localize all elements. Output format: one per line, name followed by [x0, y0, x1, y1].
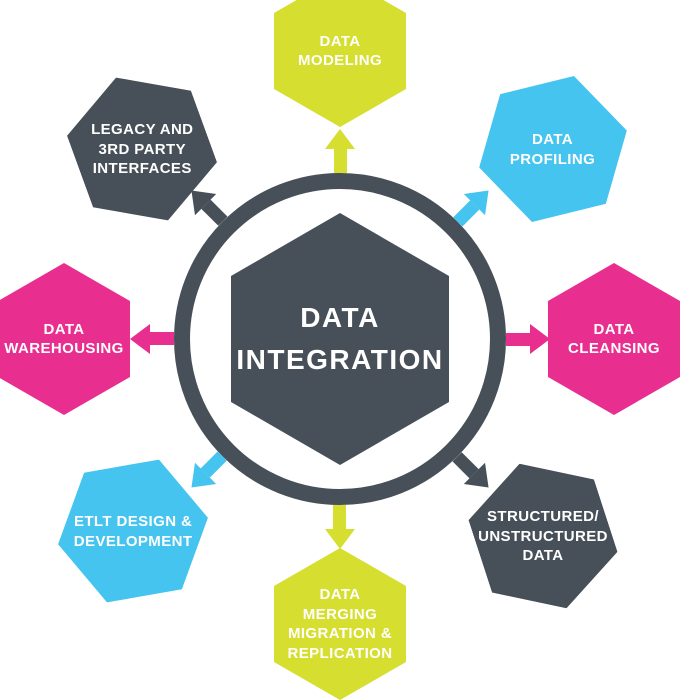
- hexagon-data-merging-migration-replication: DATA MERGING MIGRATION & REPLICATION: [274, 548, 406, 700]
- hexagon-label: LEGACY AND 3RD PARTY INTERFACES: [90, 120, 194, 177]
- hexagon-data-cleansing: DATA CLEANSING: [548, 263, 680, 415]
- arrow-to-data-warehousing: [130, 324, 174, 354]
- arrow-head: [130, 324, 150, 354]
- arrow-to-data-cleansing: [506, 324, 550, 354]
- arrow-head: [325, 129, 355, 149]
- hexagon-label: DATA WAREHOUSING: [4, 320, 124, 358]
- arrow-shaft: [150, 332, 174, 346]
- arrow-shaft: [333, 505, 347, 529]
- arrow-head: [530, 324, 550, 354]
- hexagon-label: DATA PROFILING: [510, 130, 596, 167]
- center-hexagon-label: DATA INTEGRATION: [236, 302, 444, 375]
- hexagon-label: DATA CLEANSING: [568, 320, 660, 358]
- hexagon-label: STRUCTURED/ UNSTRUCTURED DATA: [478, 507, 608, 564]
- hexagon-label: ETLT DESIGN & DEVELOPMENT: [73, 512, 193, 549]
- arrow-to-data-merging: [325, 505, 355, 549]
- hexagon-label: DATA MERGING MIGRATION & REPLICATION: [287, 586, 393, 662]
- hexagon-label: DATA MODELING: [297, 32, 383, 70]
- hexagon-data-modeling: DATA MODELING: [274, 0, 406, 127]
- hexagon-data-warehousing: DATA WAREHOUSING: [0, 263, 130, 415]
- arrow-to-data-modeling: [325, 129, 355, 173]
- arrow-shaft: [333, 149, 347, 173]
- center-hexagon-data-integration: DATA INTEGRATION: [231, 213, 449, 465]
- hexagon-data-profiling: DATA PROFILING: [469, 58, 638, 240]
- arrow-head: [325, 529, 355, 549]
- arrow-shaft: [506, 332, 530, 346]
